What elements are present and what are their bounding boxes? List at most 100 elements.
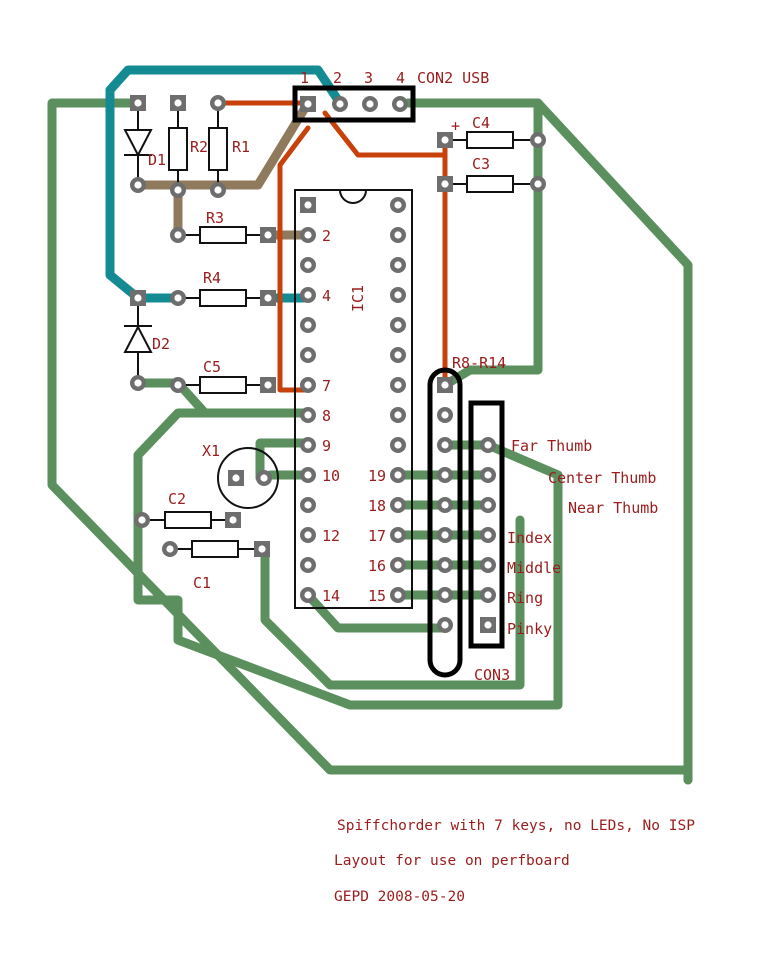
ic1-pin-label-left: 7 (322, 377, 331, 395)
component-pad (228, 470, 244, 486)
ic1-pad-left (300, 287, 316, 303)
component-pad (530, 132, 546, 148)
component-pad (170, 182, 186, 198)
component-pad (130, 95, 146, 111)
label-r1: R1 (232, 138, 250, 156)
con3-pad (480, 467, 496, 483)
ic1-pad-right (390, 407, 406, 423)
d2-diode (123, 298, 153, 383)
con2-pin-label: 1 (300, 69, 309, 87)
title-line-1: Spiffchorder with 7 keys, no LEDs, No IS… (337, 818, 695, 834)
ic1-pad-right (390, 587, 406, 603)
ic1-pad-left (300, 407, 316, 423)
con3-pad (480, 437, 496, 453)
key-label: Near Thumb (568, 499, 658, 517)
component-pad (170, 290, 186, 306)
r8-r14-outline (427, 367, 463, 678)
power-traces (215, 100, 448, 393)
label-c5: C5 (203, 358, 221, 376)
component-pad (162, 541, 178, 557)
key-label: Index (507, 529, 552, 547)
ic1-pad-left (300, 347, 316, 363)
ic1-pin-label-left: 14 (322, 587, 340, 605)
d1-diode (123, 103, 153, 185)
title-line-3: GEPD 2008-05-20 (334, 889, 465, 905)
label-d2: D2 (152, 335, 170, 353)
ic1-pad-left (300, 467, 316, 483)
ic1-pad-right (390, 467, 406, 483)
ic1-pin-label-right: 17 (368, 527, 386, 545)
label-r2: R2 (190, 138, 208, 156)
ic1-pad-right (390, 557, 406, 573)
component-pad (260, 290, 276, 306)
ic1-pin-label-right: 15 (368, 587, 386, 605)
label-c4-plus: + (451, 117, 460, 135)
ic1-pad-right (390, 527, 406, 543)
title-line-2: Layout for use on perfboard (334, 853, 570, 869)
ic1-pad-left (300, 197, 316, 213)
label-c1: C1 (193, 574, 211, 592)
con2-pin-label: 4 (396, 69, 405, 87)
title-block: Spiffchorder with 7 keys, no LEDs, No IS… (334, 818, 695, 905)
ic1-pad-left (300, 497, 316, 513)
resistor-network-pad (437, 497, 453, 513)
ic1-pin-label-left: 8 (322, 407, 331, 425)
ic1-pad-right (390, 497, 406, 513)
resistor-network-pad (437, 377, 453, 393)
ic1-pad-right (390, 377, 406, 393)
component-labels: D1 R2 R1 R3 R4 D2 C5 X1 C2 C1 + C4 C3 CO… (148, 69, 510, 684)
ic1-pin-label-left: 4 (322, 287, 331, 305)
resistor-network-pad (437, 407, 453, 423)
label-con3: CON3 (474, 666, 510, 684)
component-pad (170, 95, 186, 111)
ic1-pad-right (390, 317, 406, 333)
resistor-network-pad (437, 617, 453, 633)
pads-layer (130, 95, 546, 633)
con2-pin-label: 2 (333, 69, 342, 87)
component-pad (260, 227, 276, 243)
ic1-pad-left (300, 227, 316, 243)
ic1-pin-label-right: 16 (368, 557, 386, 575)
ic1-pad-left (300, 587, 316, 603)
component-pad (530, 176, 546, 192)
label-ic1: IC1 (349, 285, 367, 312)
ic1-pad-left (300, 437, 316, 453)
component-pad (210, 182, 226, 198)
ic1-pin-label-left: 2 (322, 227, 331, 245)
component-pad (254, 541, 270, 557)
ic1-pad-right (390, 437, 406, 453)
component-pad (130, 290, 146, 306)
con2-pad (332, 96, 348, 112)
label-c3: C3 (472, 155, 490, 173)
ic1-pin-label-left: 10 (322, 467, 340, 485)
ic1-pad-right (390, 257, 406, 273)
key-label: Center Thumb (548, 469, 656, 487)
key-label: Pinky (507, 620, 552, 638)
component-pad (130, 177, 146, 193)
label-r3: R3 (206, 209, 224, 227)
ic1-pad-right (390, 227, 406, 243)
label-c2: C2 (168, 490, 186, 508)
ic1-pad-right (390, 347, 406, 363)
ground-traces (47, 98, 693, 785)
con2-pad (300, 96, 316, 112)
component-pad (134, 512, 150, 528)
ic1-pad-left (300, 377, 316, 393)
component-pad (130, 375, 146, 391)
con3-pad (480, 557, 496, 573)
ic1-pad-left (300, 317, 316, 333)
component-pad (256, 470, 272, 486)
con2-pad (392, 96, 408, 112)
con2-pad (362, 96, 378, 112)
key-label: Ring (507, 589, 543, 607)
con3-pad (480, 587, 496, 603)
component-pad (170, 377, 186, 393)
ic1-package (294, 189, 413, 609)
ic1-pin-label-left: 12 (322, 527, 340, 545)
con3-pad (480, 617, 496, 633)
ic1-pad-left (300, 257, 316, 273)
ic1-pad-right (390, 197, 406, 213)
resistor-network-pad (437, 527, 453, 543)
